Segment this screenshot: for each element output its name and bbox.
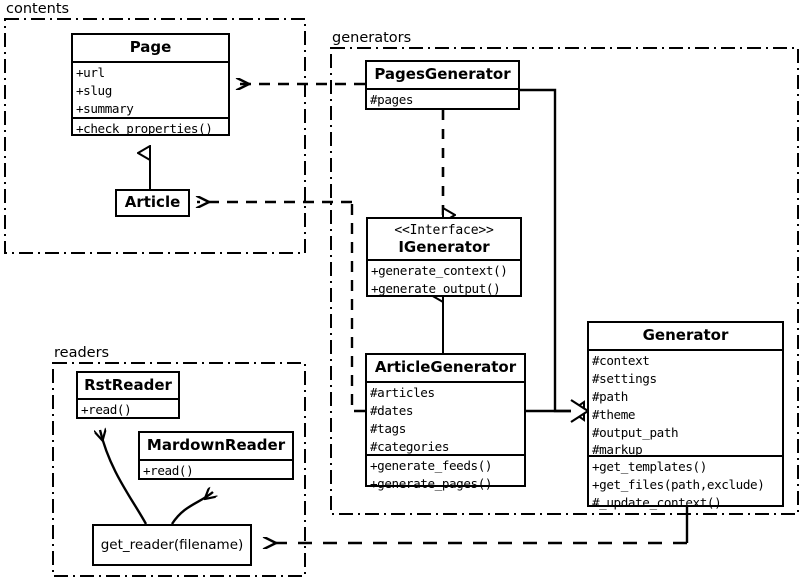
class-attribute: #output_path	[592, 424, 679, 440]
class-method: +read()	[81, 402, 132, 417]
class-attribute: #path	[592, 388, 628, 404]
class-attributes-generator: #context #settings #path #theme #output_…	[589, 351, 782, 457]
class-attribute: #context	[592, 353, 650, 368]
connector-pagesgenerator-inherits-generator	[519, 88, 571, 413]
class-name-article: Article	[124, 193, 181, 211]
class-name-pagesgenerator: PagesGenerator	[374, 65, 511, 83]
package-label-contents: contents	[6, 1, 70, 17]
class-attribute: +summary	[76, 100, 134, 116]
connector-articlegenerator-uses-article	[197, 202, 365, 413]
class-method: +generate_context()	[371, 263, 508, 278]
class-attribute: #pages	[370, 92, 414, 107]
class-method: +check_properties()	[76, 121, 213, 136]
class-method: +get_templates()	[592, 459, 707, 474]
package-label-readers: readers	[54, 345, 110, 361]
connector-generator-uses-get-reader	[264, 507, 689, 543]
class-attribute: #theme	[592, 406, 636, 422]
class-title-article: Article	[117, 191, 188, 215]
class-methods-mardownreader: +read()	[140, 461, 292, 480]
class-title-pagesgenerator: PagesGenerator	[367, 62, 518, 90]
class-method: +generate_pages()	[370, 475, 493, 491]
class-method: +get_files(path,exclude)	[592, 476, 765, 492]
class-attributes-articlegenerator: #articles #dates #tags #categories	[367, 383, 524, 456]
class-name-rstreader: RstReader	[84, 376, 172, 394]
class-box-igenerator[interactable]: <<Interface>> IGenerator +generate_conte…	[366, 217, 522, 297]
class-name-mardownreader: MardownReader	[146, 436, 286, 454]
package-label-generators: generators	[332, 30, 412, 46]
class-box-generator[interactable]: Generator #context #settings #path #them…	[587, 321, 784, 510]
class-method: +generate_feeds()	[370, 458, 493, 473]
class-attribute: #dates	[370, 402, 414, 418]
class-attribute: #tags	[370, 420, 406, 436]
class-methods-articlegenerator: +generate_feeds() +generate_pages()	[367, 456, 524, 491]
class-stereotype-igenerator: <<Interface>>	[394, 223, 494, 238]
class-title-generator: Generator	[589, 323, 782, 351]
class-box-article[interactable]: Article	[115, 189, 190, 217]
function-name-get-reader: get_reader(filename)	[100, 537, 244, 553]
connector-articlegenerator-inherits-generator	[526, 399, 590, 423]
class-name-articlegenerator: ArticleGenerator	[374, 358, 517, 376]
class-attributes-pagesgenerator: #pages	[367, 90, 518, 109]
class-attribute: #articles	[370, 385, 435, 400]
class-box-pagesgenerator[interactable]: PagesGenerator #pages	[365, 60, 520, 110]
class-attribute: #markup	[592, 442, 643, 458]
class-title-articlegenerator: ArticleGenerator	[367, 355, 524, 383]
function-box-get-reader[interactable]: get_reader(filename)	[92, 524, 252, 566]
class-method: +read()	[143, 463, 194, 478]
class-box-mardownreader[interactable]: MardownReader +read()	[138, 431, 294, 480]
class-name-generator: Generator	[642, 326, 729, 344]
class-attribute: +slug	[76, 82, 112, 98]
class-title-igenerator: <<Interface>> IGenerator	[368, 219, 520, 261]
class-attribute: #categories	[370, 438, 450, 454]
class-method: +generate_output()	[371, 280, 501, 296]
class-title-mardownreader: MardownReader	[140, 433, 292, 461]
class-name-igenerator: IGenerator	[398, 237, 490, 256]
class-title-rstreader: RstReader	[78, 373, 178, 400]
class-methods-rstreader: +read()	[78, 400, 178, 419]
connector-get-reader-returns-mardownreader	[170, 492, 213, 525]
class-box-page[interactable]: Page +url +slug +summary +check_properti…	[71, 33, 230, 136]
class-name-page: Page	[129, 38, 172, 56]
class-methods-igenerator: +generate_context() +generate_output()	[368, 261, 520, 296]
class-methods-generator: +get_templates() +get_files(path,exclude…	[589, 457, 782, 510]
class-attributes-page: +url +slug +summary	[73, 63, 228, 119]
class-box-articlegenerator[interactable]: ArticleGenerator #articles #dates #tags …	[365, 353, 526, 491]
class-attribute: +url	[76, 65, 105, 80]
class-title-page: Page	[73, 35, 228, 63]
class-methods-page: +check_properties()	[73, 119, 228, 138]
class-attribute: #settings	[592, 370, 657, 386]
class-box-rstreader[interactable]: RstReader +read()	[76, 371, 180, 419]
class-method: #_update_context()	[592, 494, 722, 510]
